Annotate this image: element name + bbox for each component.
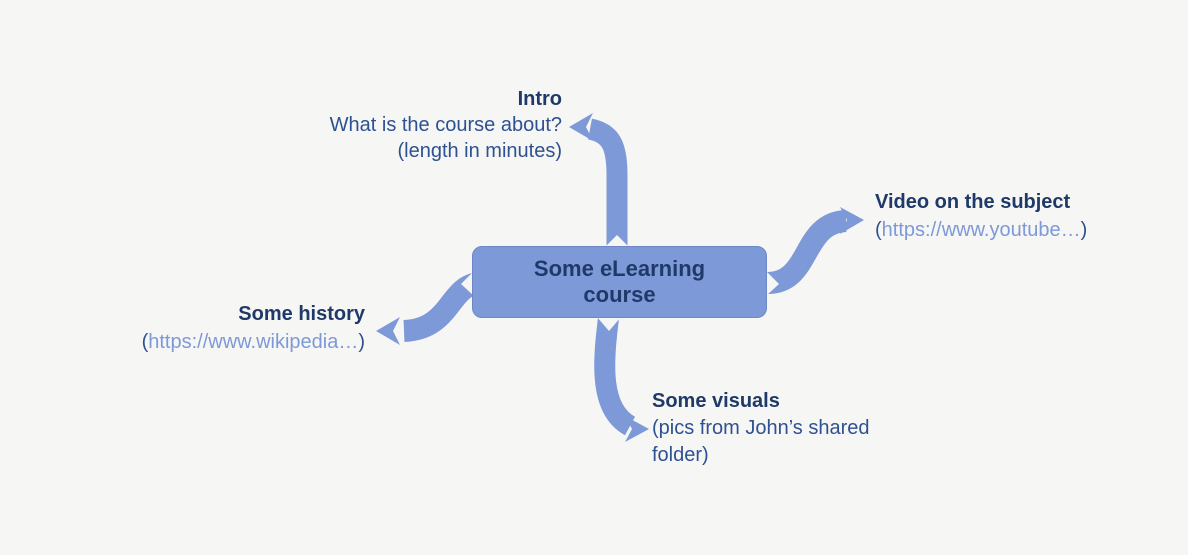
- connector-history-arrowhead: [376, 317, 400, 345]
- branch-visuals: Some visuals (pics from John’s shared fo…: [652, 388, 870, 469]
- connector-intro-notch: [605, 235, 629, 247]
- connector-visuals-arrowhead: [625, 416, 649, 442]
- video-link-paren-open: (: [875, 219, 882, 241]
- branch-visuals-title: Some visuals: [652, 390, 780, 412]
- branch-intro-title: Intro: [517, 88, 562, 110]
- branch-video-title: Video on the subject: [875, 191, 1071, 213]
- center-node-title-line1: Some eLearning: [533, 256, 706, 281]
- history-link-paren-open: (: [141, 331, 149, 353]
- branch-history: Some history (https://www.wikipedia…): [142, 300, 365, 356]
- video-link-paren-close: ): [1080, 219, 1088, 241]
- branch-history-title: Some history: [238, 303, 365, 325]
- branch-video-link-line: (https://www.youtube…): [875, 216, 1087, 244]
- branch-intro-line2: (length in minutes): [397, 140, 562, 162]
- branch-history-link-line: (https://www.wikipedia…): [142, 328, 365, 356]
- connector-history-notch: [461, 271, 474, 296]
- connector-visuals-band: [594, 312, 636, 436]
- connector-video-notch: [766, 271, 779, 296]
- connector-video-arrowhead: [840, 207, 864, 234]
- center-node-title-line2: course: [583, 282, 656, 307]
- history-link-paren-close: ): [358, 331, 365, 353]
- wikipedia-link[interactable]: https://www.wikipedia…: [148, 331, 359, 353]
- connector-visuals-notch: [597, 317, 621, 331]
- connector-intro-arrowhead: [569, 113, 593, 141]
- branch-visuals-line1: (pics from John’s shared: [652, 417, 870, 439]
- branch-intro-line1: What is the course about?: [329, 114, 562, 136]
- center-node[interactable]: Some eLearning course: [472, 246, 767, 318]
- branch-video: Video on the subject (https://www.youtub…: [875, 188, 1087, 244]
- connector-video-band: [763, 210, 848, 294]
- branch-visuals-line2: folder): [652, 444, 709, 466]
- youtube-link[interactable]: https://www.youtube…: [881, 219, 1081, 241]
- connector-intro-band: [587, 118, 628, 252]
- branch-intro: Intro What is the course about? (length …: [330, 86, 562, 164]
